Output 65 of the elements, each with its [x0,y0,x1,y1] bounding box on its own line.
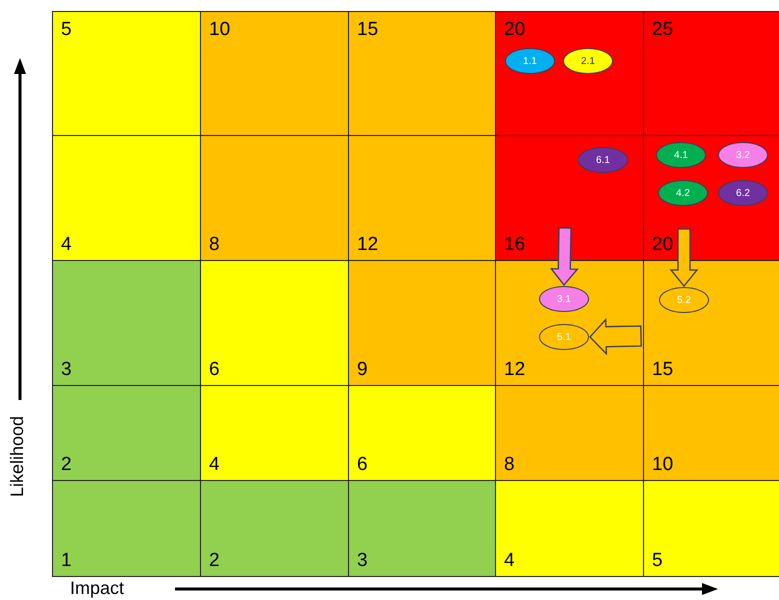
axis-title: Impact [70,578,124,599]
block-arrow [550,227,579,286]
block-arrow [589,318,642,356]
matrix-cell [495,135,644,261]
matrix-cell [200,135,349,261]
matrix-cell [348,11,496,136]
risk-score: 12 [357,234,378,256]
risk-score: 15 [357,19,378,41]
matrix-cell [52,480,201,577]
matrix-cell [348,385,496,481]
matrix-cell [52,385,201,481]
risk-ellipse: 6.1 [578,147,628,173]
matrix-cell [643,480,779,577]
risk-score: 6 [209,359,220,381]
matrix-cell [643,260,779,386]
risk-score: 16 [504,234,526,256]
matrix-cell [52,260,201,386]
matrix-cell [495,260,644,386]
matrix-cell [495,385,644,481]
risk-score: 2 [209,550,220,572]
risk-score: 4 [61,234,72,256]
matrix-cell [52,135,201,261]
risk-score: 8 [504,454,515,476]
risk-score: 2 [61,454,72,476]
matrix-cell [643,135,779,261]
matrix-cell [200,480,349,577]
risk-ellipse: 5.1 [539,324,589,350]
matrix-cell [348,260,496,386]
risk-score: 4 [209,454,220,476]
matrix-cell [643,11,779,136]
matrix-cell [52,11,201,136]
risk-ellipse: 4.1 [656,142,706,168]
risk-score: 3 [357,550,368,572]
block-arrow [670,228,698,288]
risk-ellipse: 6.2 [718,180,768,206]
risk-score: 3 [61,359,72,381]
risk-score: 20 [504,19,526,41]
risk-score: 4 [504,550,515,572]
matrix-cell [495,480,644,577]
risk-score: 6 [357,454,368,476]
matrix-cell [200,11,349,136]
matrix-cell [348,480,496,577]
risk-score: 5 [652,550,663,572]
risk-score: 25 [652,19,674,41]
risk-score: 15 [652,359,674,381]
risk-ellipse: 4.2 [658,180,708,206]
risk-ellipse: 5.2 [659,287,709,313]
risk-score: 20 [652,234,674,256]
risk-score: 1 [61,550,72,572]
matrix-cell [495,11,644,136]
matrix-cell [200,260,349,386]
risk-score: 8 [209,234,220,256]
risk-score: 12 [504,359,526,381]
axis-title: Likelihood [7,416,28,498]
risk-score: 9 [357,359,368,381]
matrix-cell [643,385,779,481]
risk-ellipse: 3.1 [539,286,589,312]
risk-score: 10 [652,454,674,476]
risk-score: 10 [209,19,230,41]
risk-score: 5 [61,19,72,41]
risk-ellipse: 1.1 [505,48,555,74]
risk-ellipse: 2.1 [563,48,613,74]
risk-ellipse: 3.2 [718,142,768,168]
matrix-cell [348,135,496,261]
matrix-cell [200,385,349,481]
